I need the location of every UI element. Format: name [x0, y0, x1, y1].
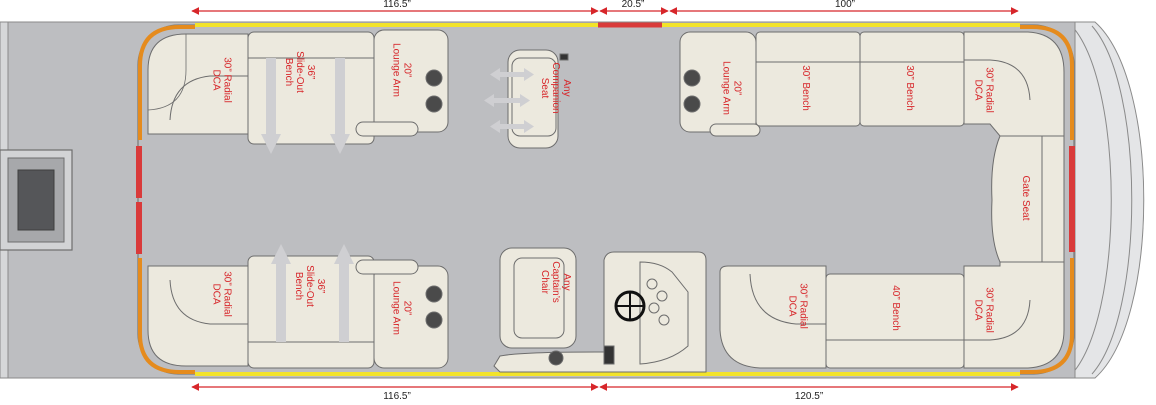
cupholder-icon	[425, 69, 443, 87]
seat-label-br-radial2: 30” RadialDCA	[973, 287, 995, 333]
seat-br-radial-dca-1[interactable]	[719, 265, 827, 369]
dim-top-left: 116.5”	[383, 0, 411, 10]
seat-br-radial-dca-2[interactable]	[963, 261, 1065, 369]
seat-captains-chair[interactable]	[499, 247, 577, 349]
cupholder-icon	[683, 69, 701, 87]
slide-arrows	[261, 58, 534, 342]
seat-label-companion: AnyCompanionSeat	[539, 62, 572, 113]
gauge-icon	[658, 314, 670, 326]
seat-tr-radial-dca[interactable]	[963, 31, 1065, 137]
arrow-down-icon	[261, 58, 281, 154]
stern-gate-lower	[136, 202, 142, 254]
gauge-icon	[646, 278, 658, 290]
seat-label-tl-slideout: 36”Slide-OutBench	[283, 51, 316, 93]
seat-bl-radial-dca[interactable]	[147, 265, 249, 367]
arrow-up-icon	[271, 244, 291, 342]
cupholder-icon	[425, 95, 443, 113]
seat-label-gate-seat: Gate Seat	[1020, 175, 1031, 220]
cupholder-icon	[548, 350, 564, 366]
seat-tr-bench-1[interactable]	[755, 31, 861, 127]
gauge-icon	[656, 290, 668, 302]
dim-bottom-right: 120.5”	[795, 391, 823, 400]
seat-label-tr-radial: 30” RadialDCA	[973, 67, 995, 113]
cupholder-icon	[683, 95, 701, 113]
seat-tl-radial-dca[interactable]	[147, 33, 249, 135]
seat-tr-lounge-arm[interactable]	[679, 31, 761, 137]
arrows-swivel-icon	[484, 68, 534, 133]
helm-console[interactable]	[493, 251, 707, 373]
seat-label-tr-bench2: 30” Bench	[904, 65, 915, 111]
arrow-up-icon	[334, 244, 354, 342]
dim-bottom-left: 116.5”	[383, 391, 411, 400]
seat-label-bl-radial: 30” RadialDCA	[211, 271, 233, 317]
cupholder-icon	[425, 285, 443, 303]
gauge-icon	[648, 302, 660, 314]
seat-label-bl-slideout: 36”Slide-OutBench	[293, 265, 326, 307]
arrow-down-icon	[330, 58, 350, 154]
seat-tl-lounge-arm[interactable]	[355, 29, 449, 137]
seat-label-br-bench: 40” Bench	[890, 285, 901, 331]
seat-tr-bench-2[interactable]	[859, 31, 965, 127]
dim-top-right: 100”	[835, 0, 855, 10]
seat-label-tr-bench1: 30” Bench	[800, 65, 811, 111]
throttle-icon	[603, 345, 615, 365]
seat-label-tl-lounge: 20”Lounge Arm	[391, 43, 413, 97]
dimension-lines: 116.5” 20.5” 100” 116.5” 120.5”	[191, 0, 1019, 402]
seat-bl-lounge-arm[interactable]	[355, 259, 449, 369]
dim-top-mid: 20.5”	[622, 0, 645, 10]
seat-label-tr-lounge: 20”Lounge Arm	[721, 61, 743, 115]
bow-gate	[1069, 146, 1075, 252]
seat-labels: 30” RadialDCA 36”Slide-OutBench 20”Lounge …	[211, 43, 1032, 335]
cupholder-icon	[425, 311, 443, 329]
seat-label-captains: AnyCaptain’sChair	[539, 261, 572, 303]
seat-label-tl-radial: 30” RadialDCA	[211, 57, 233, 103]
seat-label-br-radial1: 30” RadialDCA	[787, 283, 809, 329]
stern-gate-upper	[136, 146, 142, 198]
seat-label-bl-lounge: 20”Lounge Arm	[391, 281, 413, 335]
